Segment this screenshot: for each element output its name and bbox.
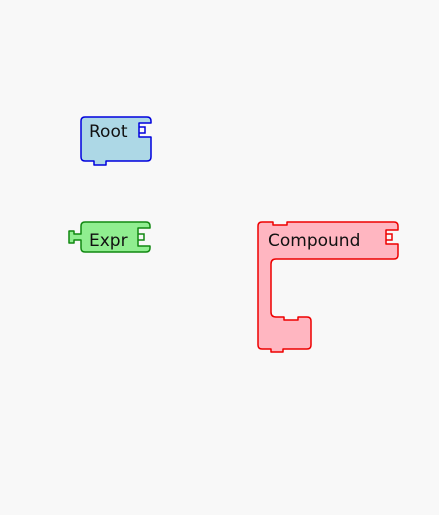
root-block-shape <box>80 116 152 166</box>
root-input-notch <box>139 126 146 134</box>
expr-block-label: Expr <box>89 231 128 251</box>
expr-input-notch <box>138 233 145 241</box>
root-block[interactable]: Root <box>80 116 152 166</box>
expr-block-shape <box>68 221 151 253</box>
root-block-label: Root <box>89 122 128 142</box>
compound-block[interactable]: Compound <box>257 221 399 353</box>
expr-block[interactable]: Expr <box>68 221 151 253</box>
compound-block-label: Compound <box>268 231 360 251</box>
compound-input-notch <box>386 233 393 241</box>
